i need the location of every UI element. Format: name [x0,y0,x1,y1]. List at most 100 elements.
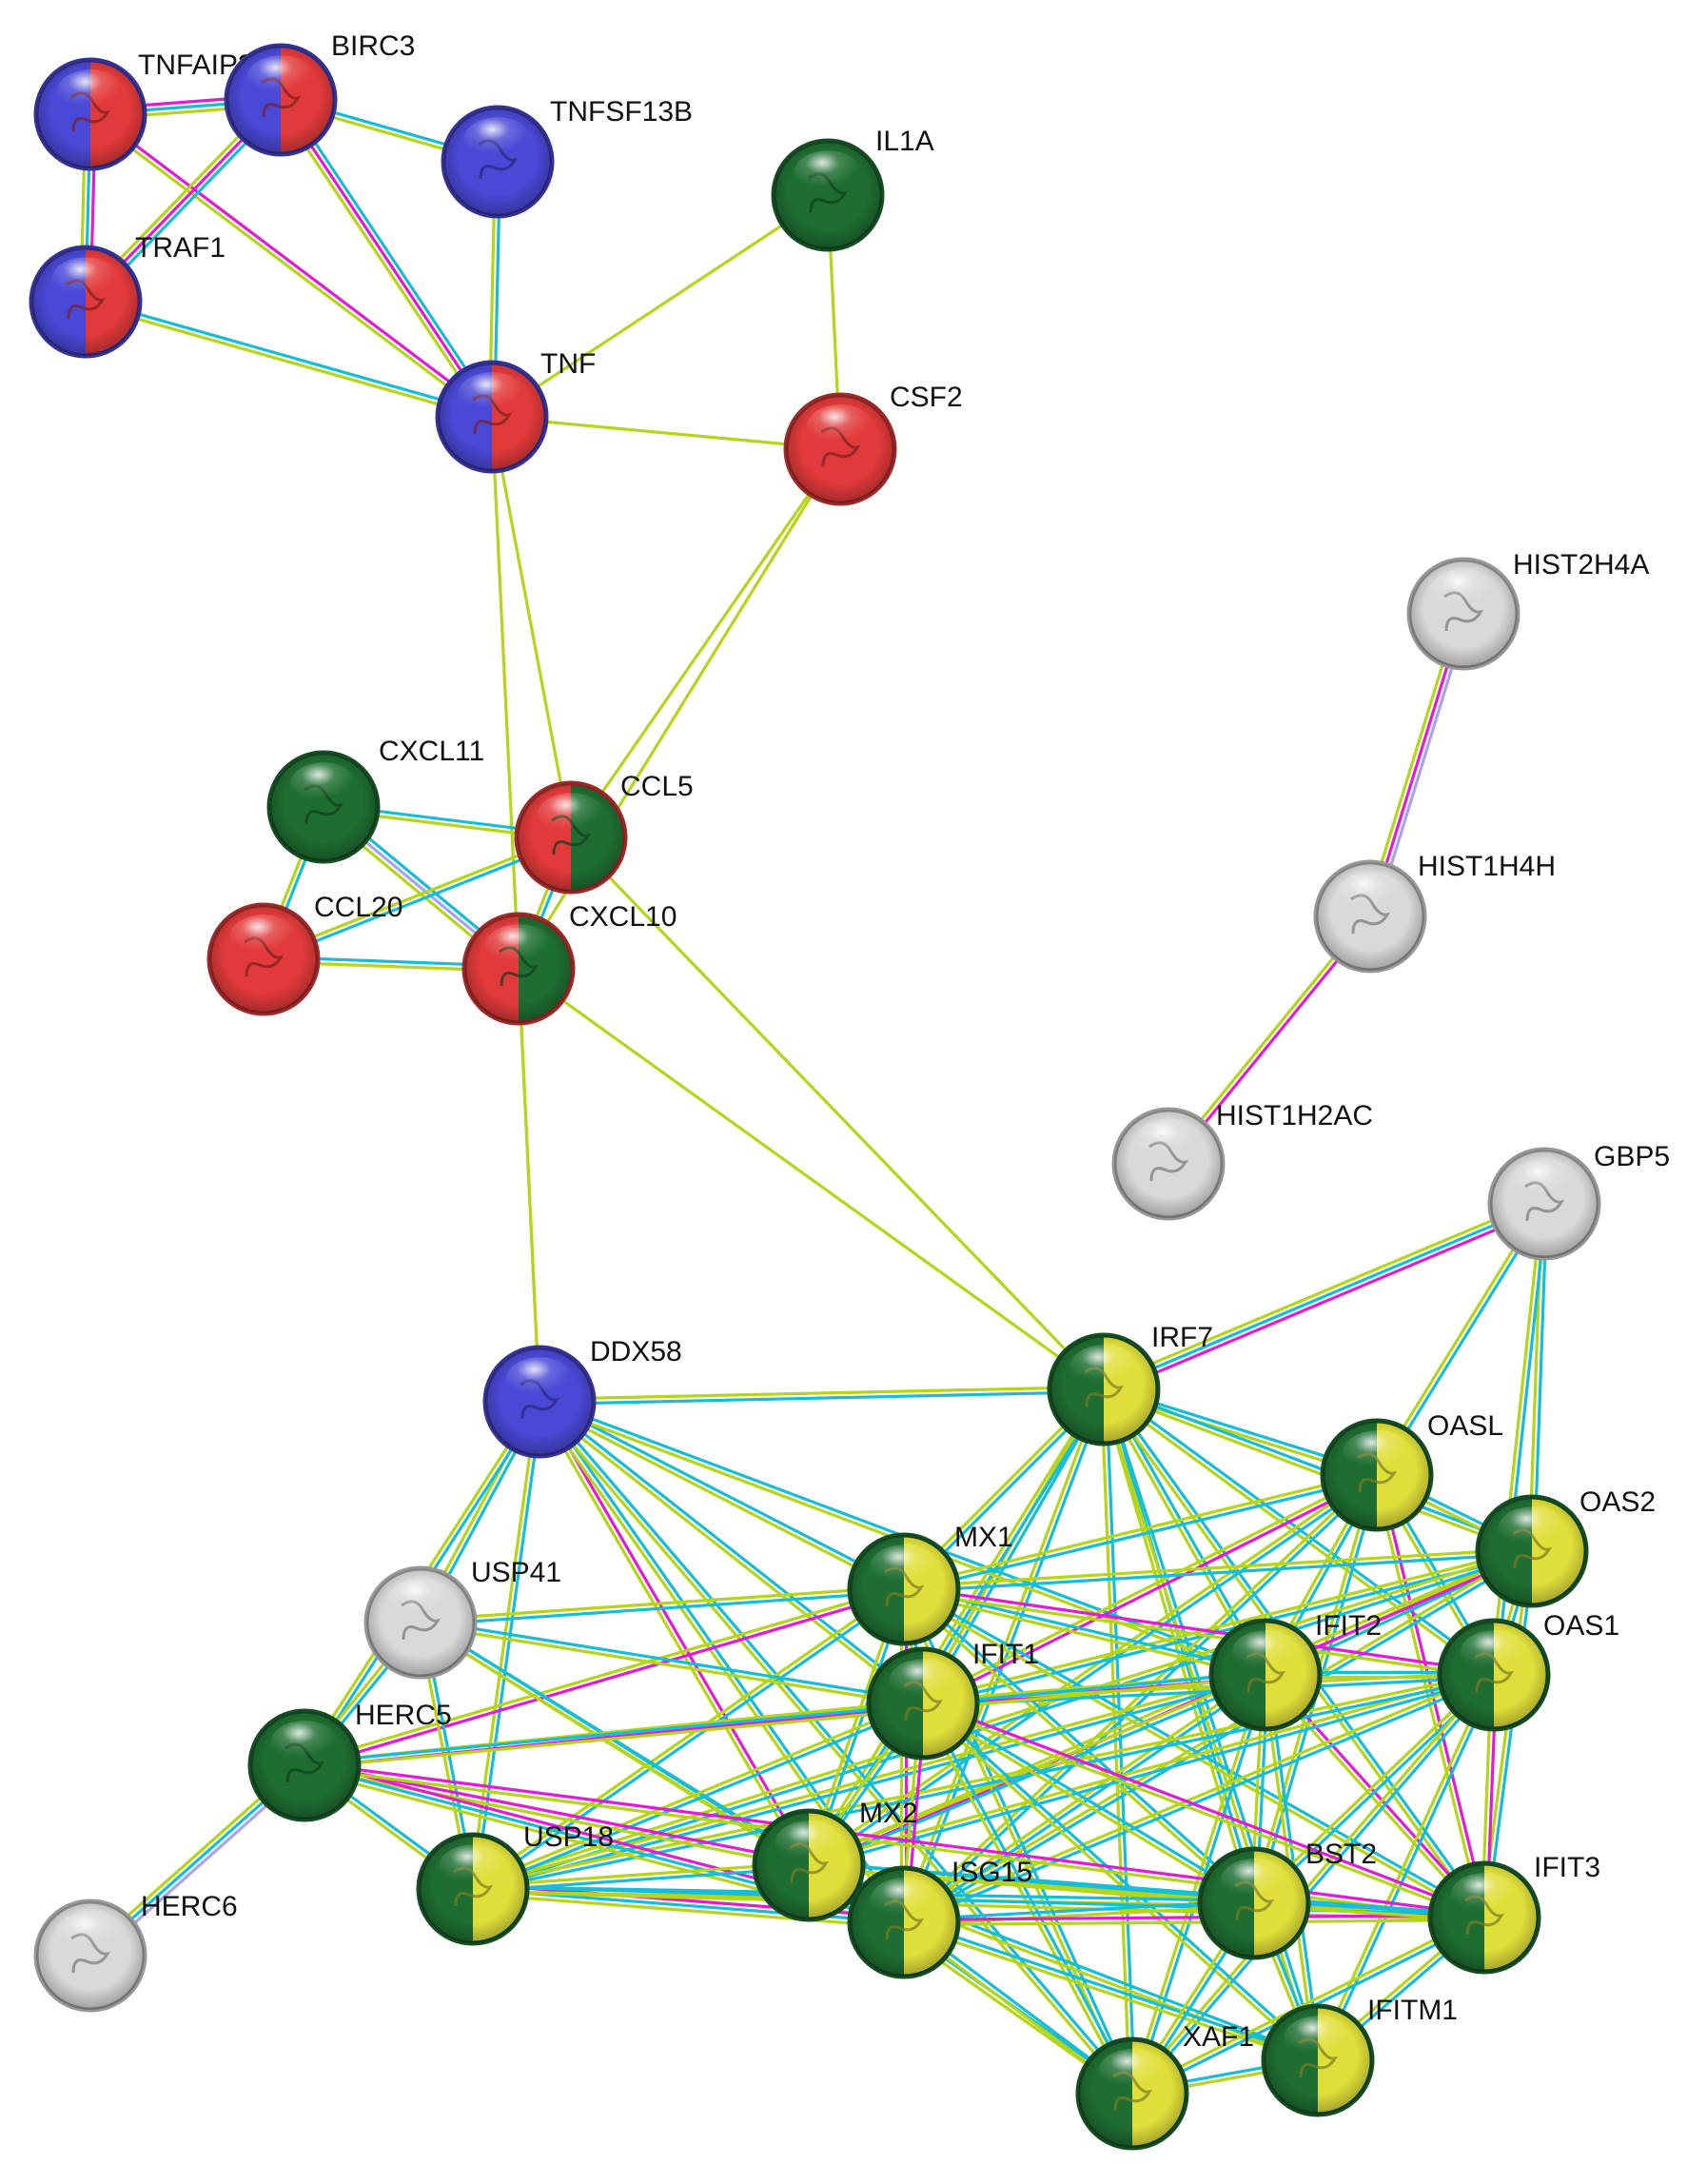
edge-irf7-ddx58[interactable] [538,1385,1106,1407]
edge-line-textmining [901,1470,1378,1589]
edge-mx1-herc5[interactable] [302,1584,907,1770]
node-herc5[interactable]: HERC5 [247,1700,452,1822]
node-ddx58[interactable]: DDX58 [482,1336,682,1459]
edge-mx1-usp41[interactable] [419,1584,906,1627]
node-label: GBP5 [1594,1141,1670,1172]
edge-birc3-tnf[interactable] [275,95,498,422]
edge-usp41-ifit1[interactable] [418,1618,926,1708]
edge-oas1-ifitm1[interactable] [1314,1672,1498,2063]
edge-mx1-usp18[interactable] [469,1585,908,1893]
node-gloss [775,1820,843,1864]
node-tnfsf13b[interactable]: TNFSF13B [441,96,693,219]
edge-ifit1-ifitm1[interactable] [919,1700,1322,2064]
node-gloss [484,924,553,968]
edge-cxcl10-irf7[interactable] [517,967,1106,1391]
node-label: IFIT1 [972,1639,1039,1670]
edge-oas2-mx1[interactable] [902,1546,1534,1594]
edge-herc5-ifit2[interactable] [303,1670,1267,1770]
node-hist2h4a[interactable]: HIST2H4A [1406,549,1649,671]
node-ccl20[interactable]: CCL20 [206,892,402,1016]
edge-tnfaip3-tnf[interactable] [87,110,496,421]
node-ifitm1[interactable]: IFITM1 [1261,1995,1458,2117]
edge-line-textmining [902,1918,1486,1927]
nodes-layer: TNFAIP3BIRC3TNFSF13BTRAF1TNFIL1ACSF2HIST… [29,30,1670,2151]
edge-line-textmining [470,1670,1496,1889]
node-herc6[interactable]: HERC6 [33,1891,238,2013]
node-label: MX1 [954,1522,1013,1553]
node-hist1h2ac[interactable]: HIST1H2AC [1111,1100,1373,1221]
node-mx2[interactable]: MX2 [752,1798,918,1922]
edge-oas1-usp18[interactable] [470,1670,1497,1894]
edge-mx1-oas1[interactable] [902,1584,1496,1680]
edge-irf7-oas2[interactable] [1101,1385,1535,1556]
edge-line-textmining [275,101,490,422]
edge-ccl5-irf7[interactable] [569,836,1106,1391]
edge-gbp5-irf7[interactable] [1100,1197,1548,1396]
edge-line-textmining [490,415,842,451]
edge-line-textmining [1129,1914,1485,2094]
edge-line-textmining [920,1471,1378,1703]
edge-line-database [1484,1549,1537,1919]
edge-ddx58-mx1[interactable] [537,1398,907,1593]
edge-line-textmining [490,415,573,839]
node-birc3[interactable]: BIRC3 [224,30,415,157]
edge-cxcl10-ddx58[interactable] [517,967,541,1404]
node-tnf[interactable]: TNF [435,348,596,474]
node-label: XAF1 [1183,2021,1254,2053]
node-cxcl10[interactable]: CXCL10 [461,901,677,1026]
node-ccl5[interactable]: CCL5 [514,771,694,895]
edge-mx1-bst2[interactable] [900,1585,1258,1907]
edge-oasl-ifit1[interactable] [920,1471,1380,1707]
node-label: IL1A [875,126,934,157]
node-isg15[interactable]: ISG15 [847,1857,1032,1979]
edge-isg15-ifit3[interactable] [902,1913,1486,1927]
node-hist1h4h[interactable]: HIST1H4H [1313,851,1556,974]
edge-line-database [419,1589,906,1627]
node-bst2[interactable]: BST2 [1197,1839,1377,1960]
edge-line-textmining [569,836,1106,1391]
edge-oas2-ifit1[interactable] [920,1546,1535,1708]
edge-tnf-ccl5[interactable] [490,415,573,839]
node-oas2[interactable]: OAS2 [1475,1486,1656,1608]
edge-line-database [902,1551,1534,1594]
edge-isg15-bst2[interactable] [902,1899,1256,1927]
edge-oas1-xaf1[interactable] [1128,1671,1498,2097]
node-csf2[interactable]: CSF2 [783,382,963,506]
node-oas1[interactable]: OAS1 [1437,1610,1619,1732]
node-ifit3[interactable]: IFIT3 [1427,1852,1600,1975]
node-cxcl11[interactable]: CXCL11 [266,736,484,864]
node-gloss [1336,872,1404,915]
node-label: CCL20 [314,892,402,923]
edge-ddx58-mx2[interactable] [536,1399,813,1868]
edge-line-database [923,1388,1108,1706]
edge-ifit1-ifit3[interactable] [920,1699,1487,1922]
edge-ifit1-usp18[interactable] [470,1699,926,1894]
node-tnfaip3[interactable]: TNFAIP3 [33,49,254,171]
edge-line-experiments [922,1699,1487,1918]
node-gbp5[interactable]: GBP5 [1487,1141,1670,1261]
edge-ifit1-bst2[interactable] [920,1700,1257,1907]
edge-line-database [1532,1202,1549,1553]
edge-line-experiments [89,110,496,417]
edge-oasl-mx1[interactable] [901,1470,1380,1594]
node-gloss [1098,2049,1167,2093]
node-usp41[interactable]: USP41 [363,1557,561,1680]
edge-traf1-tnf[interactable] [83,297,495,422]
edge-ddx58-xaf1[interactable] [536,1398,1136,2097]
edge-line-textmining [538,1385,1106,1402]
edge-tnf-il1a[interactable] [490,193,830,419]
node-il1a[interactable]: IL1A [771,126,934,252]
edge-csf2-ccl5[interactable] [569,447,842,839]
node-gloss [1069,1345,1138,1388]
edge-line-experiments [1104,1207,1548,1396]
edge-line-textmining [536,1402,1132,2097]
edge-line-database [903,1475,1380,1594]
node-oasl[interactable]: OASL [1320,1410,1503,1532]
edge-line-database [808,1675,1497,1870]
edge-tnf-csf2[interactable] [490,415,842,451]
node-ifit2[interactable]: IFIT2 [1208,1610,1382,1732]
node-gloss [794,150,862,194]
edge-ddx58-ifit1[interactable] [536,1398,927,1707]
edge-oas1-mx2[interactable] [806,1670,1497,1870]
edge-line-database [1103,1385,1535,1551]
